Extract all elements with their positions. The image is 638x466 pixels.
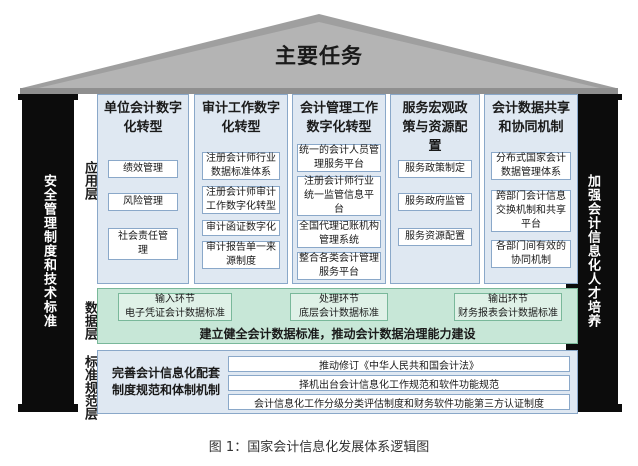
app-item: 服务政策制定: [398, 160, 472, 178]
roof-title: 主要任务: [275, 44, 363, 68]
data-item-processing: 处理环节 底层会计数据标准: [290, 293, 388, 321]
data-item-title: 处理环节: [319, 294, 359, 305]
app-column-title: 单位会计数字化转型: [104, 101, 183, 135]
standard-item: 会计信息化工作分级分类评估制度和财务软件功能第三方认证制度: [228, 394, 570, 410]
app-item: 服务政府监管: [398, 193, 472, 211]
app-item: 全国代理记账机构管理系统: [297, 220, 381, 248]
pillar-left: 安全管理制度和技术标准: [22, 96, 74, 406]
data-item-input: 输入环节 电子凭证会计数据标准: [118, 293, 232, 321]
app-item: 注册会计师审计工作数字化转型: [202, 186, 280, 214]
layer-label-data: 数据层: [82, 300, 97, 340]
app-item: 注册会计师行业数据标准体系: [202, 152, 280, 180]
data-item-standard: 财务报表会计数据标准: [458, 308, 558, 319]
pillar-right-base: [562, 404, 622, 412]
app-item: 注册会计师行业统一监管信息平台: [297, 176, 381, 216]
app-item: 各部门间有效的协同机制: [491, 240, 571, 268]
data-item-title: 输出环节: [488, 294, 528, 305]
app-item: 统一的会计人员管理服务平台: [297, 144, 381, 172]
app-item: 分布式国家会计数据管理体系: [491, 152, 571, 180]
standard-item: 推动修订《中华人民共和国会计法》: [228, 356, 570, 372]
app-item: 绩效管理: [108, 160, 178, 178]
layer-label-application: 应用层: [82, 160, 97, 200]
app-item: 整合各类会计管理服务平台: [297, 252, 381, 280]
standard-layer-main: 完善会计信息化配套制度规范和体制机制: [112, 366, 221, 397]
app-item: 审计函证数字化: [202, 220, 280, 236]
data-item-standard: 电子凭证会计数据标准: [125, 308, 225, 319]
figure-caption: 图 1：国家会计信息化发展体系逻辑图: [208, 440, 430, 455]
app-item: 跨部门会计信息交换机制和共享平台: [491, 190, 571, 232]
app-column-title: 服务宏观政策与资源配置: [402, 101, 468, 154]
app-column-title: 会计管理工作数字化转型: [299, 101, 378, 135]
roof: [20, 14, 618, 94]
app-item: 审计报告单一来源制度: [202, 241, 280, 269]
data-layer-summary: 建立健全会计数据标准，推动会计数据治理能力建设: [199, 327, 476, 341]
standard-item: 择机出台会计信息化工作规范和软件功能规范: [228, 375, 570, 391]
app-column-4: 服务宏观政策与资源配置: [390, 94, 480, 284]
pillar-left-base: [18, 404, 78, 412]
layer-label-standard: 标准规范层: [82, 354, 97, 420]
app-item: 风险管理: [108, 193, 178, 211]
app-column-title: 会计数据共享和协同机制: [491, 101, 570, 135]
app-item: 服务资源配置: [398, 228, 472, 246]
app-column-title: 审计工作数字化转型: [201, 101, 280, 135]
data-item-standard: 底层会计数据标准: [299, 308, 379, 319]
data-item-output: 输出环节 财务报表会计数据标准: [454, 293, 562, 321]
data-item-title: 输入环节: [155, 294, 195, 305]
app-item: 社会责任管理: [108, 228, 178, 260]
